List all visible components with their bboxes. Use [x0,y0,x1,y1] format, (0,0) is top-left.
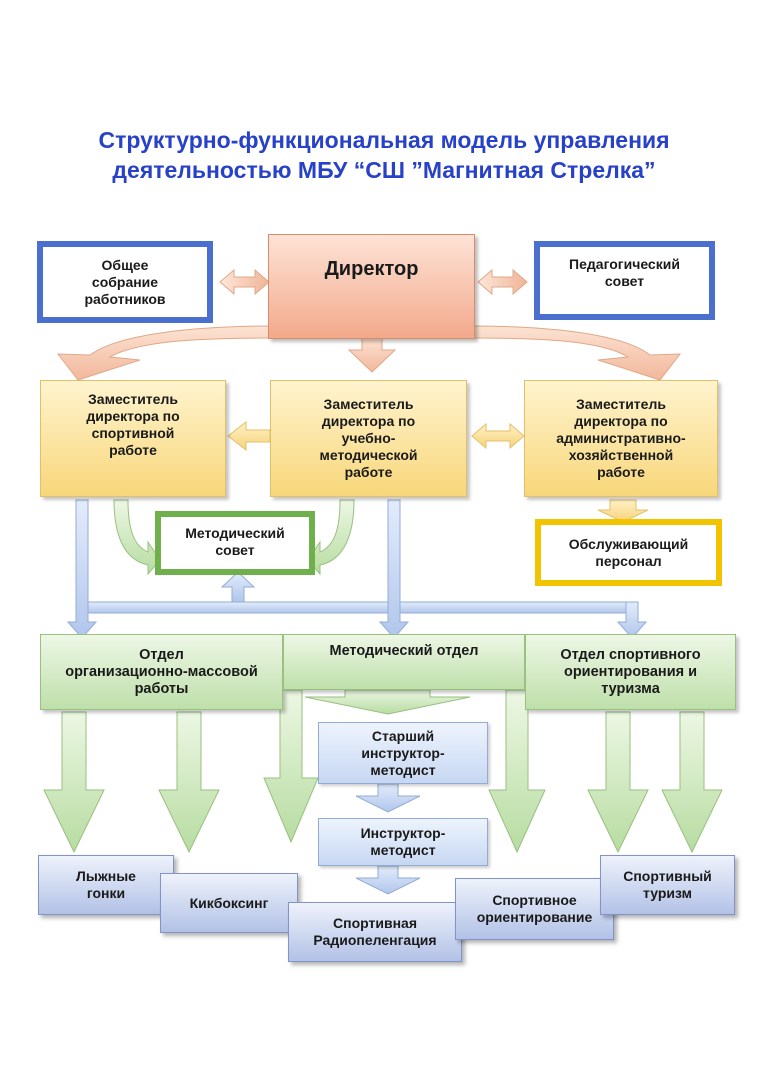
node-deputy-admin: Заместитель директора по административно… [524,380,718,497]
node-dept-mass-label: Отдел организационно-массовой работы [65,646,258,697]
blue-arrow-up-to-council [220,571,256,603]
curved-arrow-left-to-council [113,499,161,576]
node-dept-mass: Отдел организационно-массовой работы [40,634,283,710]
node-orienteering: Спортивное ориентирование [455,878,614,940]
diagram-title-line2: деятельностью МБУ “СШ ”Магнитная Стрелка… [112,157,656,183]
node-dept-methodical-label: Методический отдел [329,643,479,659]
funnel-arrow-to-senior-instructor [304,689,471,715]
node-director-label: Директор [324,258,419,280]
node-service-staff: Обслуживающий персонал [535,519,722,586]
node-senior-instructor: Старший инструктор- методист [318,722,488,784]
green-arrow-to-radio-left [263,689,319,844]
double-arrow-deputy-methodical-admin [471,422,525,450]
node-radio-label: Спортивная Радиопеленгация [313,915,437,948]
node-deputy-methodical-label: Заместитель директора по учебно- методич… [319,396,418,480]
node-dept-methodical: Методический отдел [283,634,525,690]
node-radio: Спортивная Радиопеленгация [288,902,462,962]
green-arrow-to-orienteering-right [488,689,546,854]
blue-vertical-center [378,499,410,639]
green-arrow-to-kickboxing [158,711,220,854]
node-dept-orienteering-label: Отдел спортивного ориентирования и туриз… [560,646,701,697]
arrow-deputy-methodical-to-sport [227,420,271,452]
blue-horizontal-bus [81,601,639,614]
node-ski: Лыжные гонки [38,855,174,915]
diagram-title-line1: Структурно-функциональная модель управле… [98,127,670,153]
node-methodical-council: Методический совет [155,511,315,575]
down-arrow-to-service-staff [597,499,649,523]
curved-arrow-to-deputy-sport [56,325,276,381]
node-deputy-admin-label: Заместитель директора по административно… [556,396,686,480]
green-arrow-to-ski [43,711,105,854]
green-arrow-to-orienteering [587,711,649,854]
node-general-meeting-label: Общее собрание работников [84,256,166,307]
node-director: Директор [268,234,475,339]
down-arrow-to-deputy-methodical [347,337,397,373]
double-arrow-director-council [477,268,528,296]
curved-arrow-to-deputy-admin [469,325,682,381]
node-instructor-label: Инструктор- методист [360,825,446,858]
node-instructor: Инструктор- методист [318,818,488,866]
node-general-meeting: Общее собрание работников [37,241,213,323]
node-kickboxing-label: Кикбоксинг [189,894,269,911]
node-ski-label: Лыжные гонки [76,868,136,901]
node-tourism-label: Спортивный туризм [623,868,712,901]
node-pedagogical-council-label: Педагогический совет [569,256,680,289]
node-deputy-sport-label: Заместитель директора по спортивной рабо… [86,391,180,458]
node-dept-orienteering: Отдел спортивного ориентирования и туриз… [525,634,736,710]
green-arrow-to-tourism [661,711,723,854]
arrow-senior-to-instructor [355,783,421,813]
node-methodical-council-label: Методический совет [185,525,285,558]
node-tourism: Спортивный туризм [600,855,735,915]
node-deputy-sport: Заместитель директора по спортивной рабо… [40,380,226,497]
node-service-staff-label: Обслуживающий персонал [568,535,689,569]
node-deputy-methodical: Заместитель директора по учебно- методич… [270,380,467,497]
node-pedagogical-council: Педагогический совет [534,241,715,320]
node-orienteering-label: Спортивное ориентирование [476,892,593,925]
double-arrow-meeting-director [219,268,270,296]
blue-vertical-right [616,601,648,639]
node-senior-instructor-label: Старший инструктор- методист [361,727,445,778]
blue-vertical-left [66,499,98,639]
arrow-instructor-down [355,865,421,895]
node-kickboxing: Кикбоксинг [160,873,298,933]
